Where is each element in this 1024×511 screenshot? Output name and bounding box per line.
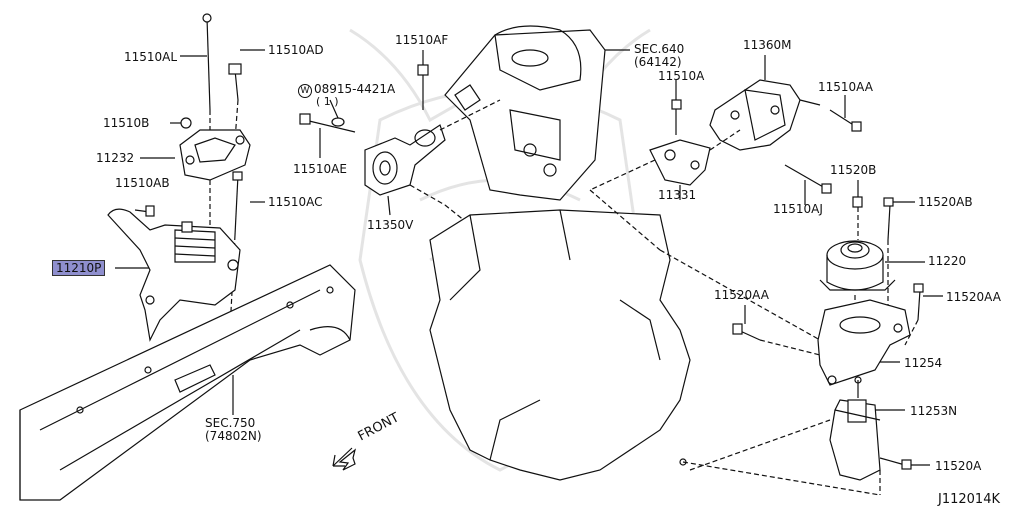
label-11510af[interactable]: 11510AF bbox=[395, 33, 449, 47]
label-11510a[interactable]: 11510A bbox=[658, 69, 705, 83]
label-11510al[interactable]: 11510AL bbox=[124, 50, 178, 64]
label-11520aa-left[interactable]: 11520AA bbox=[714, 288, 769, 302]
line-work bbox=[19, 13, 943, 501]
label-11254[interactable]: 11254 bbox=[904, 356, 943, 370]
label-sec640-sub: (64142) bbox=[634, 55, 682, 69]
label-11253n[interactable]: 11253N bbox=[910, 404, 958, 418]
label-11510aa-top[interactable]: 11510AA bbox=[818, 80, 873, 94]
label-11360m[interactable]: 11360M bbox=[743, 38, 792, 52]
label-sec640[interactable]: SEC.640 bbox=[634, 42, 685, 56]
label-11510ab[interactable]: 11510AB bbox=[115, 176, 170, 190]
label-11510b[interactable]: 11510B bbox=[103, 116, 150, 130]
label-11220[interactable]: 11220 bbox=[928, 254, 967, 268]
bolt-11510ad bbox=[234, 69, 239, 101]
label-11510ae[interactable]: 11510AE bbox=[293, 162, 347, 176]
label-11510aj[interactable]: 11510AJ bbox=[773, 202, 823, 216]
label-sec750[interactable]: SEC.750 bbox=[205, 416, 256, 430]
label-11232[interactable]: 11232 bbox=[96, 151, 135, 165]
label-washer-qty: ( 1 ) bbox=[316, 95, 339, 108]
bolt-11510al-head bbox=[202, 13, 212, 23]
label-11210p-highlighted[interactable]: 11210P bbox=[52, 260, 106, 276]
label-11510ad[interactable]: 11510AD bbox=[268, 43, 324, 57]
label-11520ab[interactable]: 11520AB bbox=[918, 195, 973, 209]
drawing-number: J112014K bbox=[938, 492, 1000, 507]
washer-w-circle-icon: W bbox=[298, 84, 312, 98]
bolt-11510al bbox=[206, 17, 211, 111]
label-11520a[interactable]: 11520A bbox=[935, 459, 982, 473]
label-08915-4421a: 08915-4421A bbox=[314, 82, 396, 96]
label-11331[interactable]: 11331 bbox=[658, 188, 697, 202]
label-11520b[interactable]: 11520B bbox=[830, 163, 877, 177]
label-11520aa-right[interactable]: 11520AA bbox=[946, 290, 1001, 304]
label-sec750-sub: (74802N) bbox=[205, 429, 262, 443]
label-11510ac[interactable]: 11510AC bbox=[268, 195, 323, 209]
label-11350v[interactable]: 11350V bbox=[367, 218, 414, 232]
